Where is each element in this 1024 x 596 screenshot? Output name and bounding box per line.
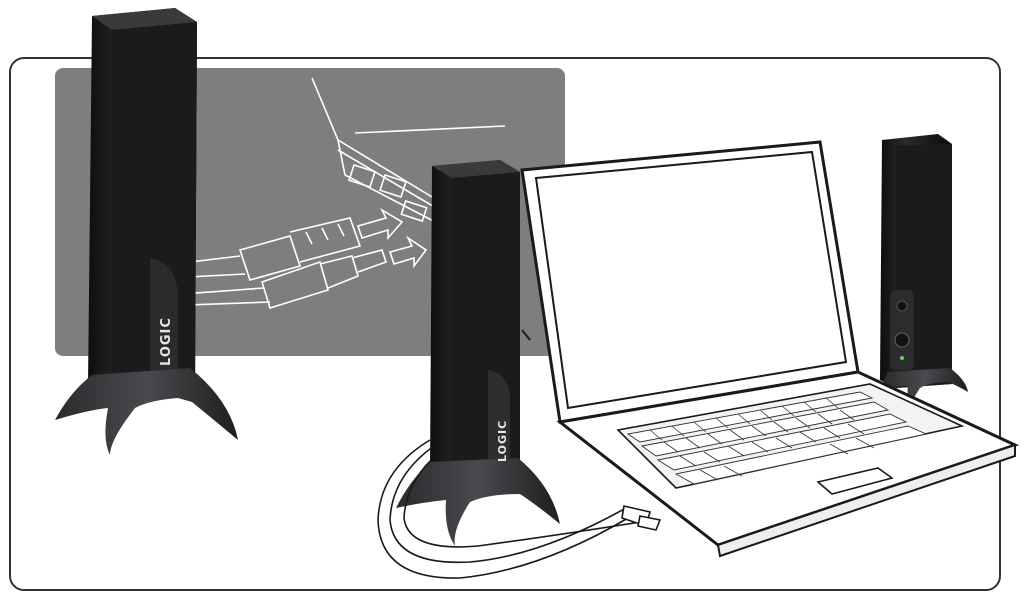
laptop-screen (536, 152, 846, 408)
right-speaker-knob-top (897, 301, 907, 311)
center-speaker-logo: LOGIC (496, 420, 509, 462)
right-speaker-power-led (900, 356, 904, 360)
left-speaker-logo: LOGIC (159, 317, 174, 366)
right-speaker-volume-knob (895, 333, 909, 347)
